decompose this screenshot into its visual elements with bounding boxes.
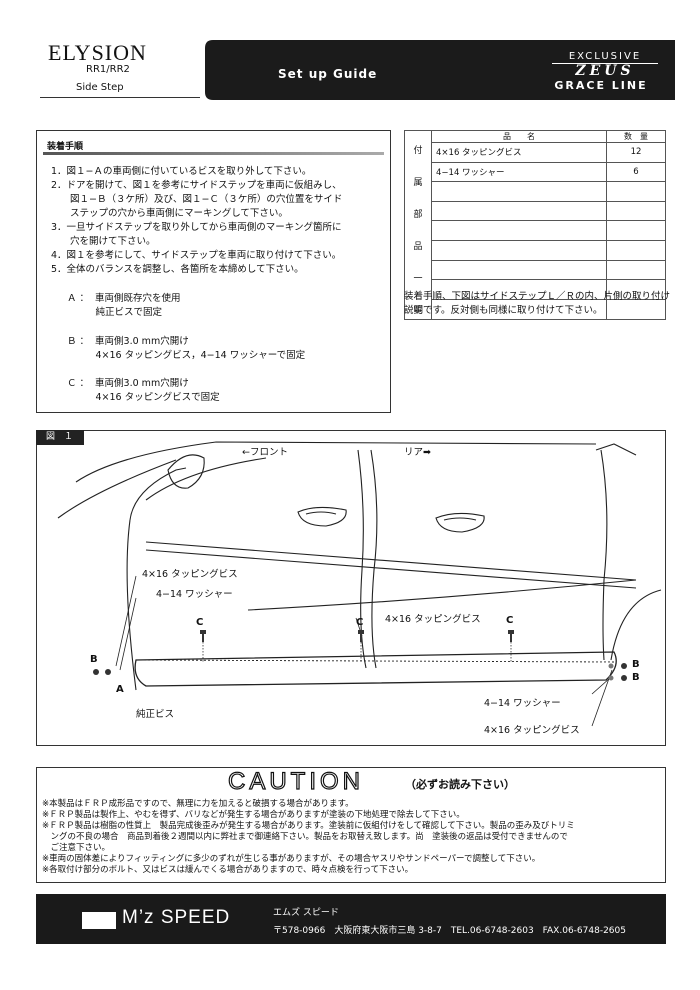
- caution-subtitle: （必ずお読み下さい）: [405, 778, 515, 791]
- parts-row-qty: [606, 259, 666, 281]
- washer-label-right: 4−14 ワッシャー: [484, 698, 561, 709]
- footer-bar: [36, 894, 666, 944]
- caution-note: ※本製品はＦＲＰ成形品ですので、無理に力を加えると破損する場合があります。: [42, 799, 354, 809]
- caution-title: CAUTION: [227, 767, 364, 795]
- option-b-detail: 4×16 タッピングビス，4−14 ワッシャーで固定: [67, 350, 306, 361]
- part-name: Side Step: [76, 82, 124, 93]
- steps-title: 装着手順: [47, 142, 84, 152]
- caution-note: ングの不良の場合 商品到着後２週間以内に弊社まで御連絡下さい。製品をお取替え致し…: [42, 832, 568, 842]
- footer-brand: M’z SPEED: [122, 907, 231, 928]
- side-step-diagram: [57, 441, 662, 727]
- step-line: 4．図１を参考にして、サイドステップを車両に取り付けて下さい。: [51, 250, 342, 261]
- install-note: 装着手順、下図はサイドステップＬ／Ｒの内、片側の取り付け説明です。反対側も同様に…: [404, 291, 671, 316]
- parts-side-cell: [404, 130, 432, 143]
- option-a-detail: 純正ビスで固定: [67, 307, 163, 318]
- option-c: Ｃ ： 車両側3.0 mm穴開け: [67, 378, 189, 389]
- parts-row-name: 4−14 ワッシャー: [431, 161, 607, 183]
- point-b-label-right-2: B: [632, 672, 640, 683]
- brand-grace-line: GRACE LINE: [554, 79, 648, 92]
- caution-note: ※各取付け部分のボルト、又はビスは緩んでくる場合がありますので、時々点検を行って…: [42, 865, 414, 875]
- point-a-label: A: [116, 684, 124, 695]
- parts-row-qty: [606, 181, 666, 202]
- model-name: ELYSION: [48, 40, 147, 65]
- parts-col-qty: 数 量: [606, 130, 666, 143]
- tap-screw-label-left: 4×16 タッピングビス: [142, 569, 238, 580]
- tap-screw-label-center: 4×16 タッピングビス: [385, 614, 481, 625]
- guide-title: Set up Guide: [278, 67, 378, 81]
- point-c-label-2: C: [356, 617, 364, 628]
- install-steps-box: 装着手順 1．図１−Ａの車両側に付いているビスを取り外して下さい。 2．ドアを開…: [36, 130, 391, 413]
- step-line: ステップの穴から車両側にマーキングして下さい。: [51, 208, 288, 219]
- parts-row-name: 4×16 タッピングビス: [431, 142, 607, 163]
- parts-row-name: [431, 200, 607, 222]
- option-b: Ｂ ： 車両側3.0 mm穴開け: [67, 336, 189, 347]
- parts-row-name: [431, 259, 607, 281]
- rear-direction-label: リア➡: [404, 447, 431, 458]
- caution-note: ご注意下さい。: [42, 843, 111, 853]
- parts-table: 品 名 数 量 付 属 部 品 一 覧 4×16 タッピングビス 12 4−14…: [404, 130, 666, 320]
- washer-label-left: 4−14 ワッシャー: [156, 589, 233, 600]
- parts-row-qty: [606, 220, 666, 242]
- step-line: 1．図１−Ａの車両側に付いているビスを取り外して下さい。: [51, 166, 312, 177]
- caution-note: ※ＦＲＰ製品は製作上、やむを得ず、バリなどが発生する場合がありますが塗装の下地処…: [42, 810, 465, 820]
- step-line: 2．ドアを開けて、図１を参考にサイドステップを車両に仮組みし、: [51, 180, 342, 191]
- figure-box: [36, 430, 666, 746]
- point-c-label-1: C: [196, 617, 204, 628]
- step-line: 穴を開けて下さい。: [51, 236, 156, 247]
- caution-box: [36, 767, 666, 883]
- footer-company-name: エムズ スピード: [273, 908, 339, 918]
- parts-side-label: 付 属 部 品 一 覧: [404, 142, 432, 320]
- caution-note: ※ＦＲＰ製品は樹脂の性質上 製品完成後歪みが発生する場合があります。塗装前に仮組…: [42, 821, 575, 831]
- header-title-bar: [205, 40, 675, 100]
- point-c-label-3: C: [506, 615, 514, 626]
- footer-address: 〒578-0966 大阪府東大阪市三島 3-8-7 TEL.06-6748-26…: [273, 926, 626, 936]
- parts-row-name: [431, 220, 607, 242]
- tap-screw-label-right: 4×16 タッピングビス: [484, 725, 580, 736]
- parts-row-qty: 12: [606, 142, 666, 163]
- brand-zeus-logo: ZEUS: [575, 63, 635, 79]
- figure-tag: 図 １: [36, 430, 84, 445]
- step-line: 3．一旦サイドステップを取り外してから車両側のマーキング箇所に: [51, 222, 342, 233]
- parts-row-name: [431, 240, 607, 261]
- parts-col-name: 品 名: [431, 130, 607, 143]
- option-a: Ａ ： 車両側既存穴を使用: [67, 293, 181, 304]
- step-line: 5．全体のバランスを調整し、各箇所を本締めして下さい。: [51, 264, 304, 275]
- parts-row-name: [431, 181, 607, 202]
- parts-row-qty: [606, 200, 666, 222]
- brand-mark-icon: [82, 912, 116, 929]
- parts-row-qty: [606, 240, 666, 261]
- front-direction-label: ←フロント: [242, 447, 288, 458]
- header-rule: [40, 97, 200, 98]
- point-b-label-left: B: [90, 654, 98, 665]
- chassis-code: RR1/RR2: [86, 64, 130, 75]
- caution-note: ※車両の固体差によりフィッティングに多少のずれが生じる事がありますが、その場合ヤ…: [42, 854, 541, 864]
- step-line: 図１−Ｂ（３ケ所）及び、図１−Ｃ（３ケ所）の穴位置をサイド: [51, 194, 343, 205]
- parts-row-qty: [606, 298, 666, 320]
- parts-row-qty: 6: [606, 161, 666, 183]
- oem-screw-label: 純正ビス: [136, 709, 175, 720]
- brand-exclusive: EXCLUSIVE: [552, 51, 658, 64]
- point-b-label-right-1: B: [632, 659, 640, 670]
- option-c-detail: 4×16 タッピングビスで固定: [67, 392, 220, 403]
- steps-title-underline: [43, 152, 384, 155]
